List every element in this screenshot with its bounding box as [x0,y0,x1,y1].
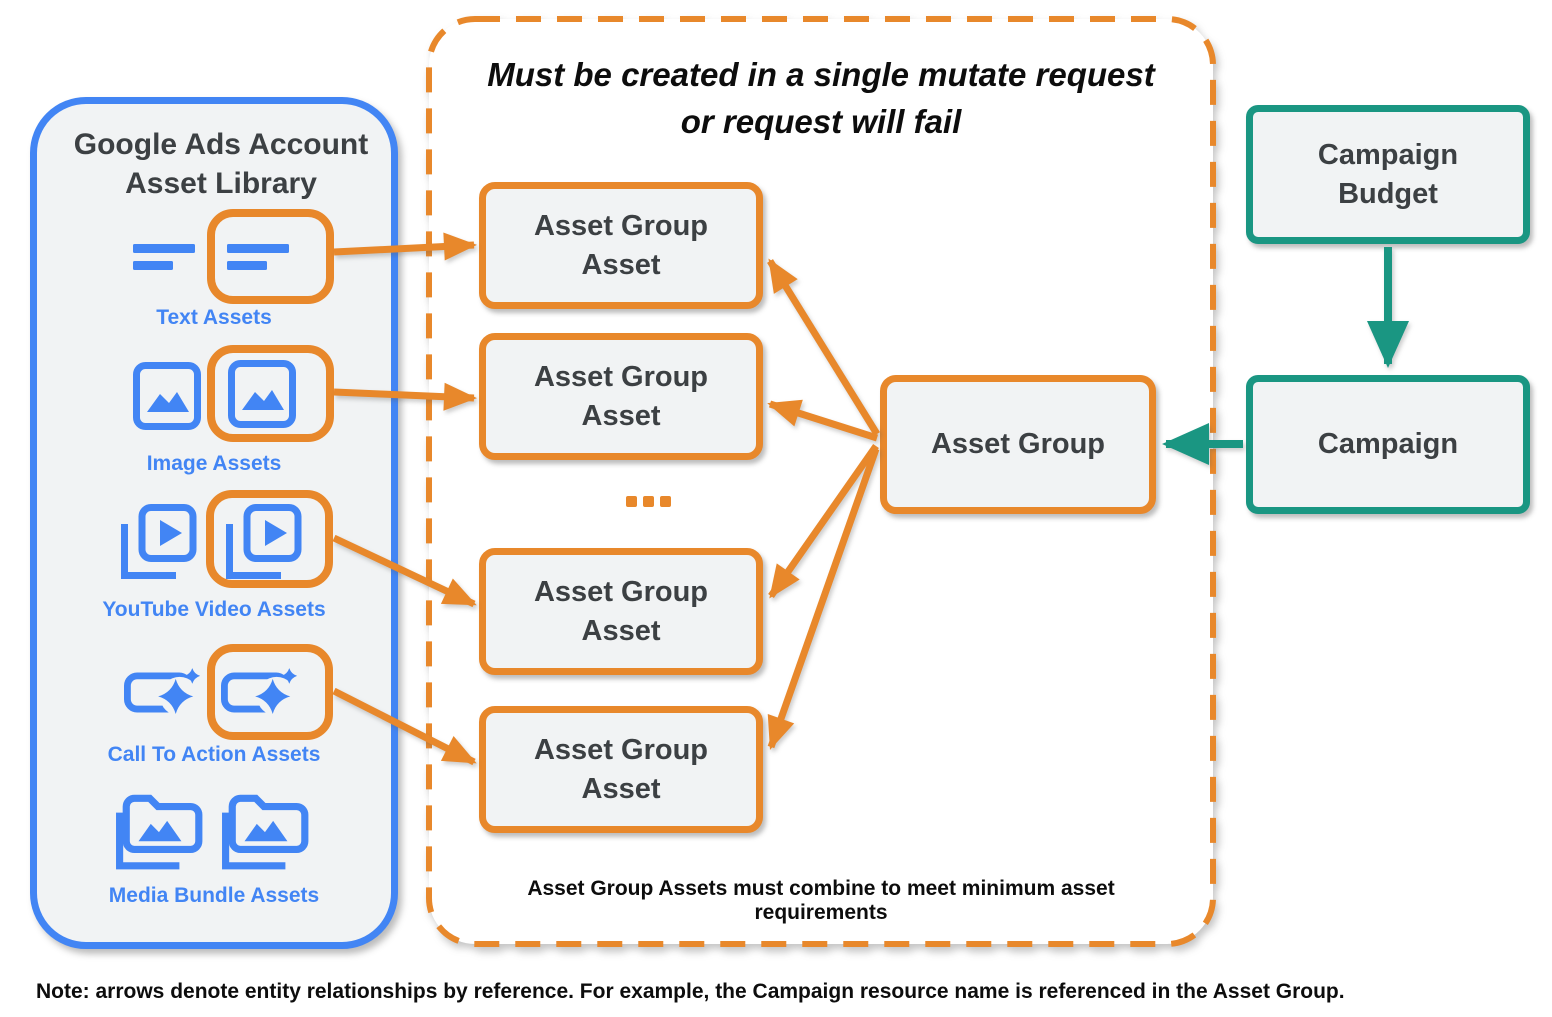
arrow-asset-group-to-asset3 [768,443,879,599]
asset-group-box: Asset Group [880,375,1156,514]
text-asset-icon [133,244,195,271]
mutate-heading: Must be created in a single mutate reque… [465,52,1177,146]
asset-group-asset-box-1: Asset Group Asset [479,182,763,309]
arrow-asset-group-to-asset1 [767,258,880,436]
media-bundle-asset-icon-2 [222,782,312,874]
asset-library-title: Google Ads Account Asset Library [73,128,369,200]
mutate-heading-line1: Must be created in a single mutate reque… [487,56,1155,93]
text-assets-label: Text Assets [156,306,272,329]
text-asset-icon-highlighted [227,244,289,271]
media-bundle-asset-icon [116,782,206,874]
arrow-asset-group-to-asset2 [767,399,879,442]
highlight-box-image-asset [207,345,334,442]
image-assets-label: Image Assets [146,452,282,475]
page-note: Note: arrows denote entity relationships… [36,980,1345,1003]
media-bundle-assets-label: Media Bundle Assets [108,884,320,907]
highlight-box-text-asset [207,209,334,304]
arrow-asset-group-to-asset4 [767,447,880,750]
asset-group-asset-box-4: Asset Group Asset [479,706,763,833]
campaign-budget-box: Campaign Budget [1246,105,1530,244]
campaign-box: Campaign [1246,375,1530,514]
mutate-heading-line2: or request will fail [680,102,962,140]
call-to-action-asset-icon [124,664,204,719]
image-asset-icon-highlighted [228,360,296,428]
mutate-footnote: Asset Group Assets must combine to meet … [527,877,1115,924]
highlight-box-call-to-action-asset [207,644,333,740]
ellipsis-dots [626,496,671,507]
asset-group-asset-box-3: Asset Group Asset [479,548,763,675]
call-to-action-asset-icon-highlighted [221,664,301,719]
call-to-action-assets-label: Call To Action Assets [107,743,321,766]
asset-group-asset-box-2: Asset Group Asset [479,333,763,460]
youtube-video-asset-icon-highlighted [223,504,305,582]
youtube-video-assets-label: YouTube Video Assets [102,598,326,621]
highlight-box-youtube-video-asset [206,490,333,588]
youtube-video-asset-icon [118,504,200,582]
image-asset-icon [133,362,201,430]
